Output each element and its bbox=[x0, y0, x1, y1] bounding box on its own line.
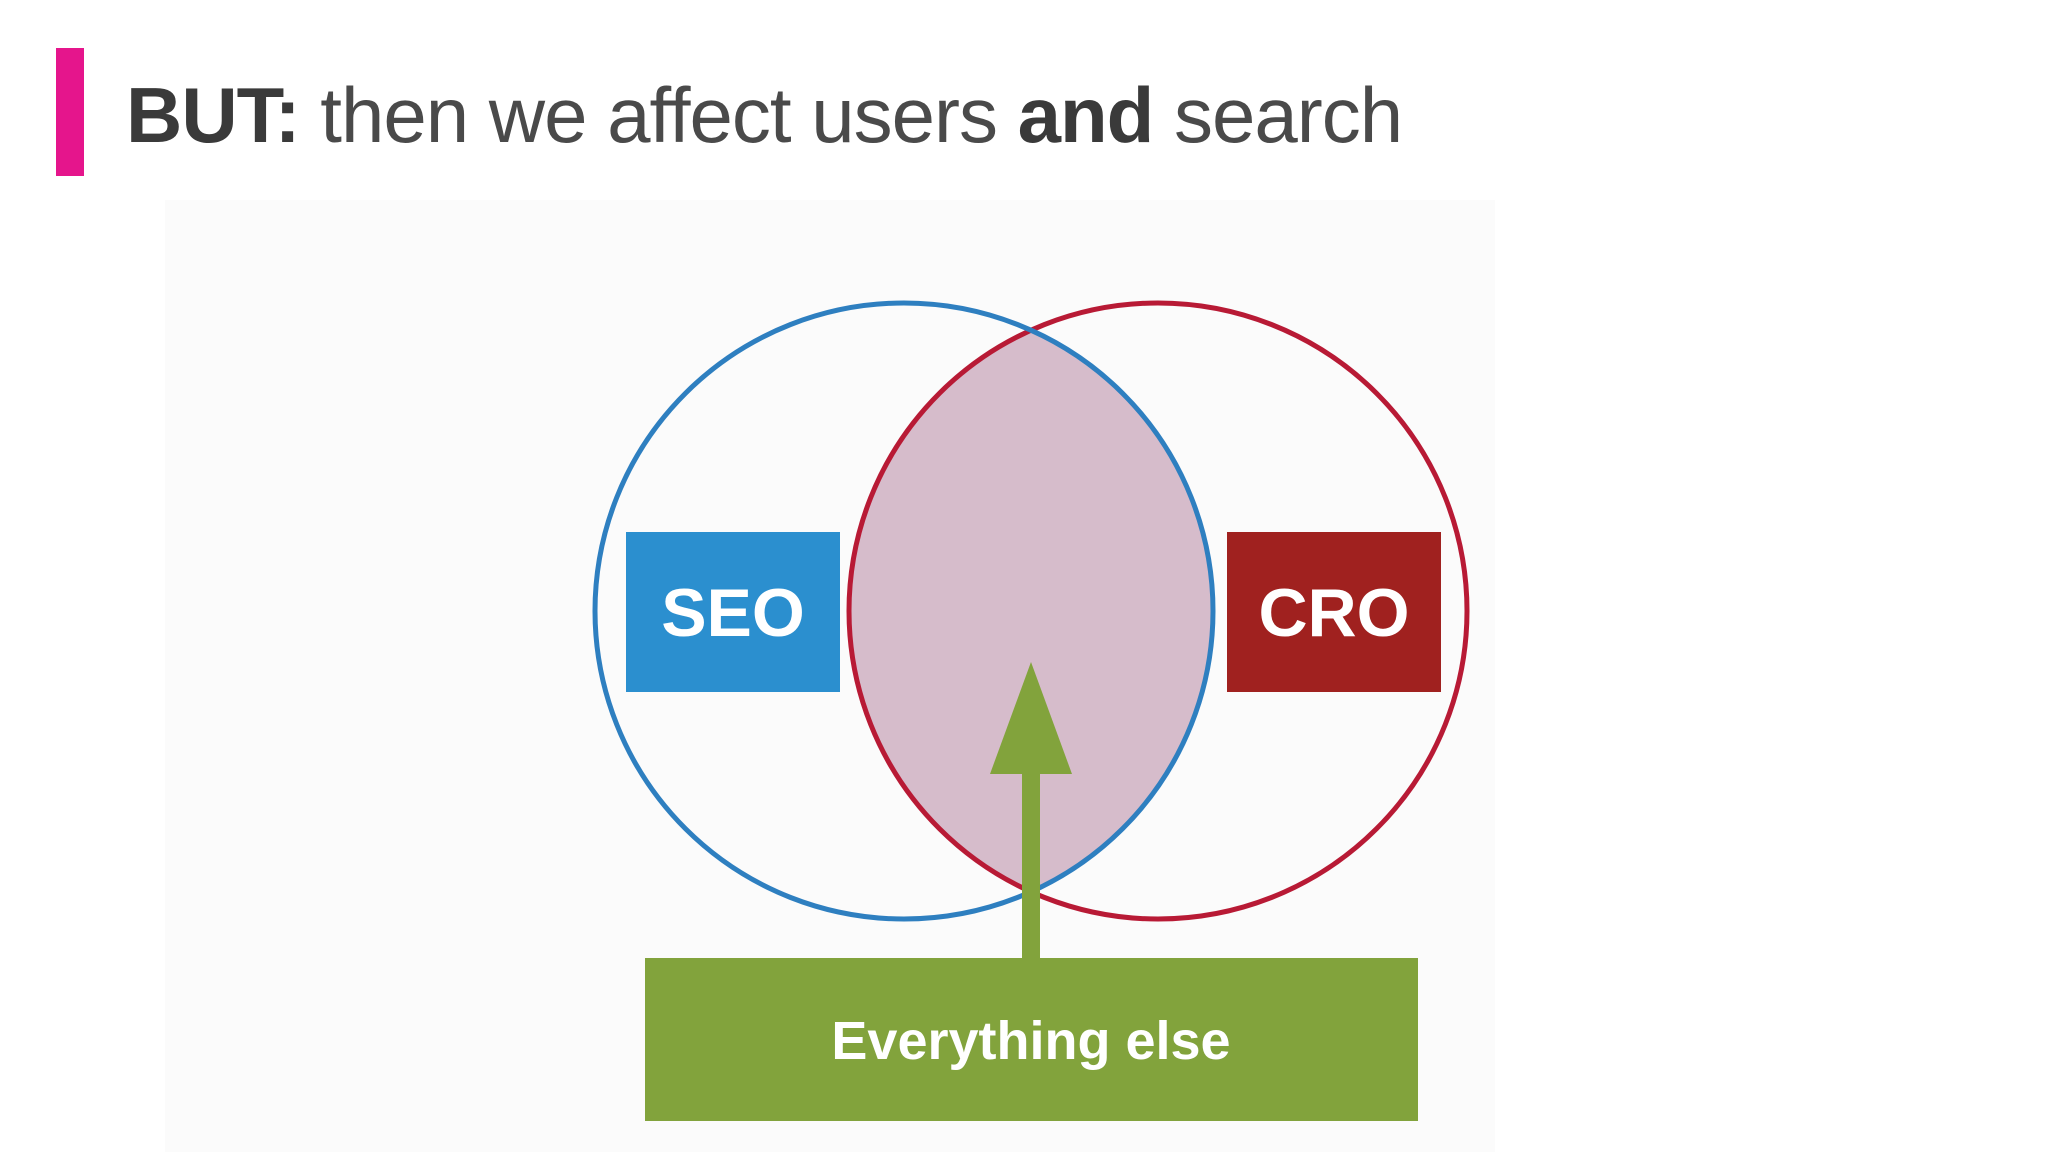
venn-circle-cro bbox=[846, 300, 1470, 922]
everything-else-box bbox=[645, 958, 1418, 1121]
cro-label: CRO bbox=[1258, 575, 1409, 651]
seo-label-box bbox=[626, 532, 840, 692]
slide-title: BUT: then we affect users and search bbox=[126, 60, 1403, 170]
cro-label-box bbox=[1227, 532, 1441, 692]
everything-else-label: Everything else bbox=[831, 1011, 1230, 1071]
seo-label: SEO bbox=[661, 575, 805, 651]
title-emphasis-but: BUT: bbox=[126, 71, 301, 159]
title-emphasis-and: and bbox=[1017, 71, 1155, 159]
arrow-shaft bbox=[1022, 770, 1040, 960]
arrow-head-icon bbox=[990, 662, 1072, 774]
title-text-middle: then we affect users bbox=[299, 71, 1018, 159]
title-accent-bar bbox=[56, 48, 84, 176]
venn-circle-seo bbox=[592, 300, 1216, 922]
title-text-end: search bbox=[1153, 71, 1403, 159]
